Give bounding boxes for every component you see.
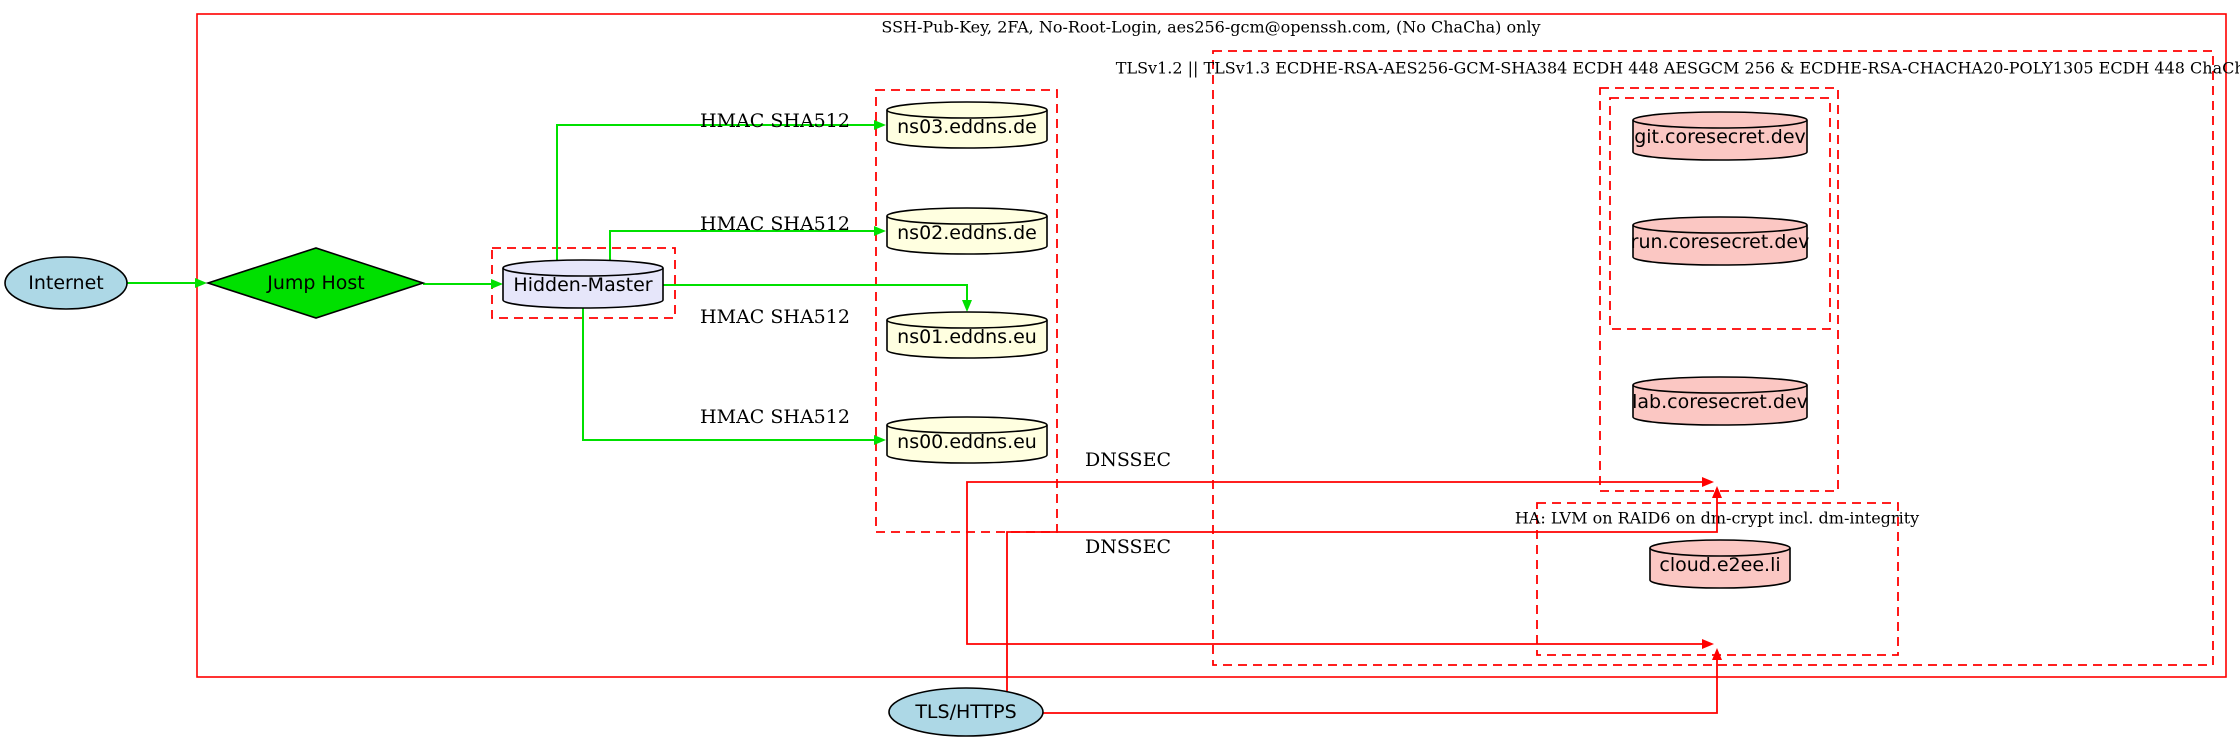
cluster-ssh-label: SSH-Pub-Key, 2FA, No-Root-Login, aes256-… bbox=[881, 18, 1540, 37]
node-ns03-label: ns03.eddns.de bbox=[897, 116, 1037, 138]
arrowhead-right-icon bbox=[195, 278, 207, 288]
cluster-eddns bbox=[875, 89, 1058, 533]
cluster-coresecret-outer bbox=[1599, 87, 1839, 492]
node-ns00-label: ns00.eddns.eu bbox=[897, 431, 1037, 453]
node-git: git.coresecret.dev bbox=[1632, 111, 1808, 161]
cluster-coresecret-inner-border bbox=[1609, 97, 1831, 330]
node-cloud-label: cloud.e2ee.li bbox=[1659, 554, 1780, 576]
edge-label-dnssec-2: DNSSEC bbox=[1085, 536, 1171, 558]
arrowhead-up-icon bbox=[1712, 648, 1722, 660]
edge-hiddenmaster-ns02: HMAC SHA512 bbox=[609, 213, 886, 261]
edge-label-hmac-2: HMAC SHA512 bbox=[700, 213, 850, 235]
edge-hiddenmaster-ns00: HMAC SHA512 bbox=[582, 307, 886, 445]
node-ns03: ns03.eddns.de bbox=[886, 101, 1048, 149]
node-tls-https-label: TLS/HTTPS bbox=[914, 701, 1016, 723]
node-lab-label: lab.coresecret.dev bbox=[1632, 391, 1808, 413]
node-internet: Internet bbox=[4, 256, 128, 310]
arrowhead-right-icon bbox=[874, 120, 886, 130]
arrowhead-down-icon bbox=[962, 300, 972, 312]
node-jump-host: Jump Host bbox=[205, 247, 426, 319]
edge-jumphost-hiddenmaster bbox=[423, 279, 503, 289]
node-hidden-master-label: Hidden-Master bbox=[513, 274, 652, 296]
arrowhead-right-icon bbox=[1702, 477, 1714, 487]
node-ns01-label: ns01.eddns.eu bbox=[897, 326, 1037, 348]
node-tls-https: TLS/HTTPS bbox=[888, 687, 1044, 737]
arrowhead-up-icon bbox=[1712, 486, 1722, 498]
edge-internet-jumphost bbox=[127, 278, 207, 288]
edge-label-hmac-4: HMAC SHA512 bbox=[700, 406, 850, 428]
node-ns01: ns01.eddns.eu bbox=[886, 311, 1048, 359]
node-lab: lab.coresecret.dev bbox=[1632, 376, 1808, 426]
edge-label-dnssec-1: DNSSEC bbox=[1085, 449, 1171, 471]
cluster-coresecret-outer-border bbox=[1599, 87, 1839, 492]
cluster-ssh-border bbox=[196, 13, 2227, 678]
edge-dnssec-upper: DNSSEC bbox=[966, 449, 1714, 649]
cluster-coresecret-inner bbox=[1609, 97, 1831, 330]
node-run: run.coresecret.dev bbox=[1631, 216, 1810, 266]
edge-hiddenmaster-ns01: HMAC SHA512 bbox=[663, 284, 972, 328]
node-hidden-master: Hidden-Master bbox=[502, 259, 664, 309]
edge-label-hmac-3: HMAC SHA512 bbox=[700, 306, 850, 328]
node-jump-host-label: Jump Host bbox=[266, 272, 365, 294]
edge-tlshttps-ha bbox=[1043, 648, 1722, 714]
node-run-label: run.coresecret.dev bbox=[1631, 231, 1810, 253]
edge-label-hmac-1: HMAC SHA512 bbox=[700, 110, 850, 132]
arrowhead-right-icon bbox=[874, 435, 886, 445]
node-cloud: cloud.e2ee.li bbox=[1649, 539, 1791, 589]
cluster-tls-border bbox=[1212, 50, 2214, 666]
cluster-tls-label: TLSv1.2 || TLSv1.3 ECDHE-RSA-AES256-GCM-… bbox=[1116, 59, 2240, 78]
cluster-ssh: SSH-Pub-Key, 2FA, No-Root-Login, aes256-… bbox=[196, 13, 2227, 678]
edge-tlshttps-coresecret: DNSSEC bbox=[1006, 486, 1722, 691]
node-ns02: ns02.eddns.de bbox=[886, 207, 1048, 255]
edge-hiddenmaster-ns03: HMAC SHA512 bbox=[556, 110, 886, 261]
node-ns02-label: ns02.eddns.de bbox=[897, 222, 1037, 244]
cluster-eddns-border bbox=[875, 89, 1058, 533]
node-git-label: git.coresecret.dev bbox=[1634, 126, 1806, 148]
arrowhead-right-icon bbox=[1702, 639, 1714, 649]
arrowhead-right-icon bbox=[874, 226, 886, 236]
arrowhead-right-icon bbox=[491, 279, 503, 289]
cluster-tls: TLSv1.2 || TLSv1.3 ECDHE-RSA-AES256-GCM-… bbox=[1116, 50, 2240, 666]
node-internet-label: Internet bbox=[28, 272, 103, 294]
node-ns00: ns00.eddns.eu bbox=[886, 416, 1048, 464]
